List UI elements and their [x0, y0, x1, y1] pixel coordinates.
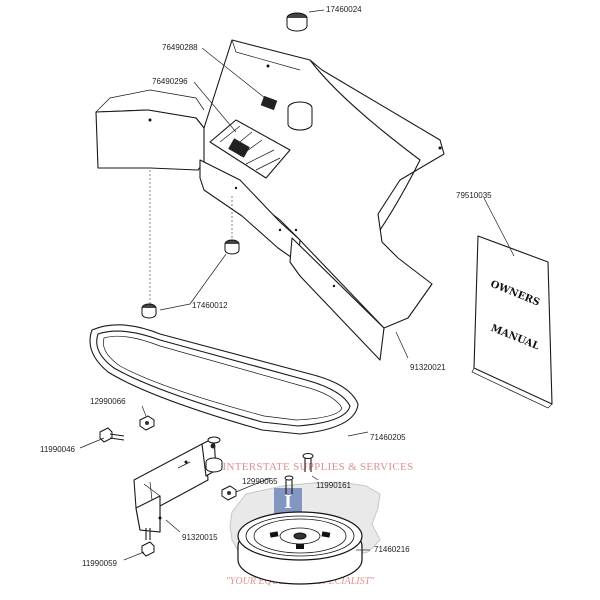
part-label-91320015: 91320015: [182, 533, 218, 542]
part-label-11990046: 11990046: [40, 445, 76, 454]
bolt-11990161: [302, 453, 314, 472]
part-label-76490296: 76490296: [152, 77, 188, 86]
v-belt-71460205: [89, 324, 359, 435]
owners-manual-79510035: OWNERS MANUAL: [471, 235, 553, 409]
part-label-91320021: 91320021: [410, 363, 446, 372]
deck-cover: [95, 39, 445, 361]
watermark-letter: I: [284, 491, 292, 513]
leader-lines: [79, 9, 515, 561]
part-label-71460216: 71460216: [374, 545, 410, 554]
plug-17460024: [286, 12, 308, 32]
bolt-11990065-pin: [284, 475, 294, 494]
watermark-company-name: INTERSTATE SUPPLIES & SERVICES: [223, 461, 414, 473]
part-label-12990065: 12990065: [242, 477, 278, 486]
bolt-11990059: [141, 528, 155, 557]
idler-bracket-91320015: [133, 436, 223, 533]
nut-12990066: [139, 415, 155, 431]
grommet-17460012: [141, 239, 240, 319]
part-label-11990059: 11990059: [82, 559, 118, 568]
bolt-11990046: [99, 427, 125, 443]
nut-12990065: [221, 485, 237, 501]
part-label-76490288: 76490288: [162, 43, 198, 52]
part-label-17460012: 17460012: [192, 301, 228, 310]
part-label-17460024: 17460024: [326, 5, 362, 14]
part-label-12990066: 12990066: [90, 397, 126, 406]
part-labels: 17460024 76490288 76490296 79510035 1746…: [40, 5, 492, 568]
part-label-71460205: 71460205: [370, 433, 406, 442]
part-label-79510035: 79510035: [456, 191, 492, 200]
pulley-71460216: [237, 511, 363, 585]
part-label-11990161: 11990161: [316, 481, 352, 490]
